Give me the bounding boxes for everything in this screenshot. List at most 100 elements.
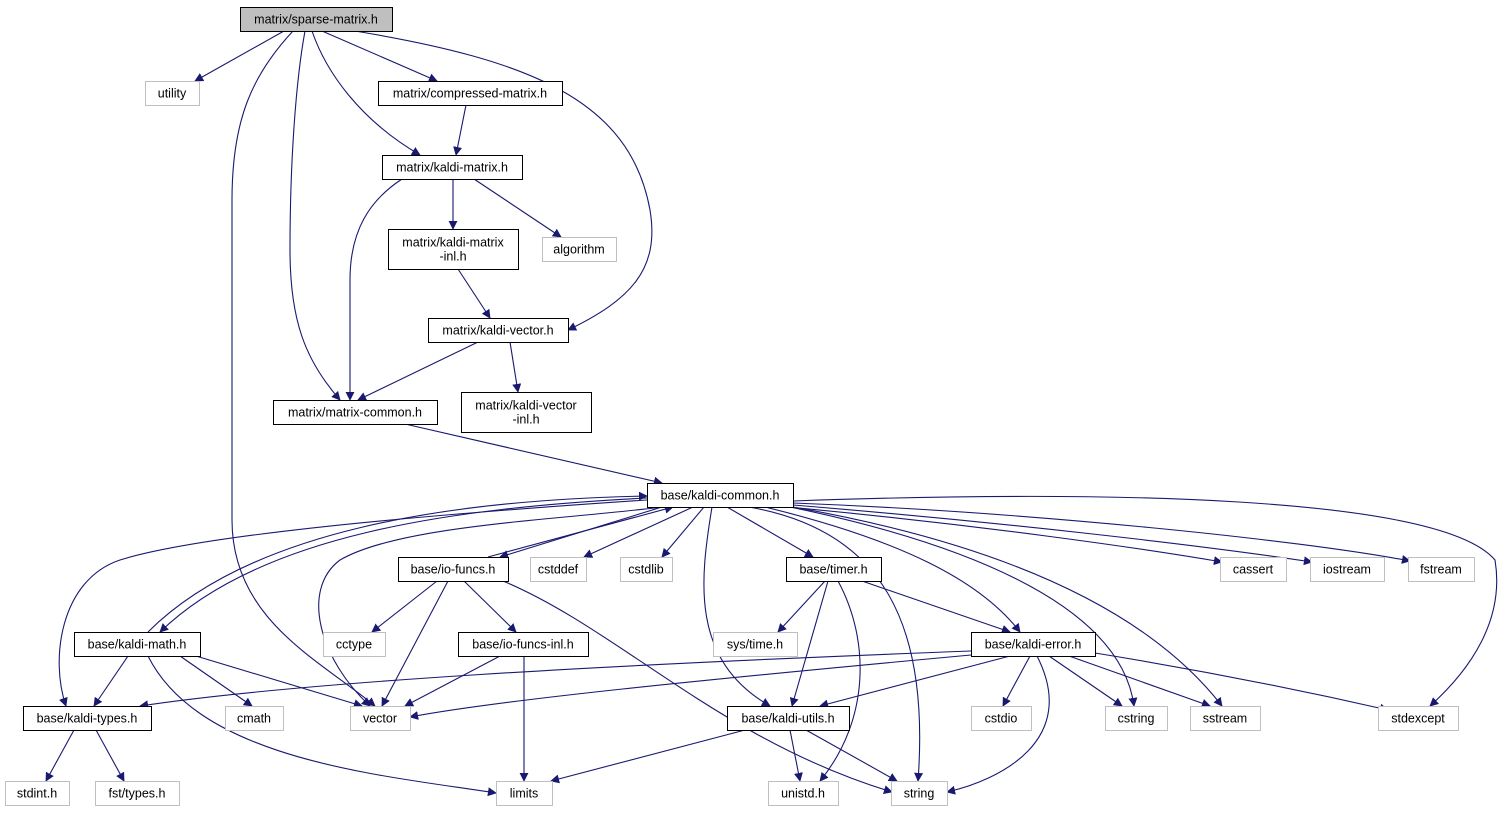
edge-line xyxy=(371,580,438,633)
node-box xyxy=(1220,557,1287,582)
node-label: cstring xyxy=(1118,712,1155,726)
edge-line xyxy=(45,729,75,782)
edge-io-funcs-inl-to-vector xyxy=(404,655,501,707)
edge-kaldi-matrix-to-algorithm xyxy=(473,178,562,238)
node-label-line: vector xyxy=(363,712,397,726)
node-kaldi-types[interactable]: base/kaldi-types.h xyxy=(23,706,152,731)
node-box xyxy=(23,706,152,731)
edge-line xyxy=(509,341,522,393)
node-matrix-common[interactable]: matrix/matrix-common.h xyxy=(273,400,438,425)
node-io-funcs[interactable]: base/io-funcs.h xyxy=(398,557,509,582)
node-box xyxy=(5,781,70,806)
node-box xyxy=(273,400,438,425)
node-label-line: -inl.h xyxy=(439,250,466,264)
edge-line xyxy=(787,506,1223,566)
node-label-line: fst/types.h xyxy=(109,787,166,801)
edge-kaldi-error-to-kaldi-utils xyxy=(819,655,1011,709)
edge-kaldi-common-to-cassert xyxy=(787,506,1223,566)
node-kaldi-matrix[interactable]: matrix/kaldi-matrix.h xyxy=(382,155,523,180)
node-label-line: cctype xyxy=(336,638,372,652)
edge-timer-to-unistd xyxy=(819,580,861,782)
node-label-line: base/kaldi-utils.h xyxy=(741,712,834,726)
node-box xyxy=(74,632,201,657)
node-label: cstddef xyxy=(538,563,579,577)
edge-line xyxy=(159,497,648,633)
edge-line xyxy=(139,650,972,710)
node-label-line: matrix/matrix-common.h xyxy=(288,406,422,420)
edge-kaldi-matrix-to-matrix-common xyxy=(345,178,403,401)
edge-line xyxy=(583,506,694,558)
edge-line xyxy=(726,506,814,558)
edge-kaldi-common-to-sstream xyxy=(792,506,1223,707)
node-label: cctype xyxy=(336,638,372,652)
edge-line xyxy=(404,423,663,486)
node-kaldi-vector-inl[interactable]: matrix/kaldi-vector-inl.h xyxy=(461,392,592,433)
edge-kaldi-error-to-stdexcept xyxy=(1094,652,1389,713)
node-kaldi-vector[interactable]: matrix/kaldi-vector.h xyxy=(428,318,569,343)
node-kaldi-utils[interactable]: base/kaldi-utils.h xyxy=(727,706,850,731)
edge-kaldi-common-to-string xyxy=(748,506,924,782)
node-label: matrix/kaldi-vector.h xyxy=(442,324,553,338)
node-box xyxy=(323,632,386,657)
node-kaldi-matrix-inl[interactable]: matrix/kaldi-matrix-inl.h xyxy=(388,229,519,270)
node-sparse-matrix[interactable]: matrix/sparse-matrix.h xyxy=(240,7,393,32)
node-label-line: matrix/compressed-matrix.h xyxy=(393,87,547,101)
node-sstream: sstream xyxy=(1190,706,1261,731)
edge-line xyxy=(1048,655,1123,707)
node-box xyxy=(225,706,284,731)
node-label-line: cmath xyxy=(237,712,271,726)
node-label-line: -inl.h xyxy=(512,413,539,427)
edge-line xyxy=(861,580,1011,634)
node-compressed-matrix[interactable]: matrix/compressed-matrix.h xyxy=(378,81,563,106)
node-label: stdint.h xyxy=(17,787,57,801)
edge-kaldi-error-to-cstdio xyxy=(1002,655,1031,707)
node-label: fst/types.h xyxy=(109,787,166,801)
edge-line xyxy=(58,499,648,707)
edge-line xyxy=(550,729,746,784)
edge-line xyxy=(792,506,1223,707)
edge-line xyxy=(147,491,648,633)
edge-sparse-matrix-to-utility xyxy=(194,30,285,82)
node-label: sys/time.h xyxy=(727,638,783,652)
node-label: base/kaldi-math.h xyxy=(88,638,187,652)
node-label-line: cstdlib xyxy=(628,563,663,577)
node-timer[interactable]: base/timer.h xyxy=(786,557,882,582)
node-kaldi-common[interactable]: base/kaldi-common.h xyxy=(647,483,794,508)
node-label: matrix/matrix-common.h xyxy=(288,406,422,420)
edge-kaldi-error-to-cstring xyxy=(1048,655,1123,707)
node-label: cstdio xyxy=(985,712,1018,726)
node-label-line: base/timer.h xyxy=(799,563,867,577)
node-label-line: sstream xyxy=(1203,712,1247,726)
edge-sparse-matrix-to-kaldi-matrix xyxy=(311,30,421,156)
edge-line xyxy=(777,580,826,633)
edge-sparse-matrix-to-matrix-common xyxy=(289,30,341,401)
node-label-line: cstddef xyxy=(538,563,579,577)
edge-line xyxy=(289,30,341,401)
node-label: base/timer.h xyxy=(799,563,867,577)
edge-kaldi-common-to-iostream xyxy=(792,504,1313,566)
node-kaldi-error[interactable]: base/kaldi-error.h xyxy=(971,632,1096,657)
node-box xyxy=(971,632,1096,657)
node-label-line: base/io-funcs.h xyxy=(411,563,496,577)
edge-line xyxy=(409,654,972,720)
node-kaldi-math[interactable]: base/kaldi-math.h xyxy=(74,632,201,657)
node-box xyxy=(398,557,509,582)
node-label: stdexcept xyxy=(1391,712,1445,726)
edge-sparse-matrix-to-kaldi-vector xyxy=(354,30,653,331)
node-limits: limits xyxy=(496,781,553,806)
edge-kaldi-matrix-inl-to-kaldi-vector xyxy=(457,268,491,319)
node-box xyxy=(971,706,1032,731)
edge-line xyxy=(357,341,479,401)
edge-timer-to-kaldi-error xyxy=(861,580,1011,634)
edge-line xyxy=(502,580,893,794)
node-io-funcs-inl[interactable]: base/io-funcs-inl.h xyxy=(458,632,589,657)
node-label: cassert xyxy=(1233,563,1274,577)
edge-line xyxy=(789,580,829,707)
node-label-line: stdexcept xyxy=(1391,712,1445,726)
edge-line xyxy=(789,729,803,782)
node-label: unistd.h xyxy=(781,787,825,801)
node-box xyxy=(1408,557,1475,582)
edge-kaldi-common-to-cstring xyxy=(789,506,1138,707)
node-box xyxy=(95,781,180,806)
